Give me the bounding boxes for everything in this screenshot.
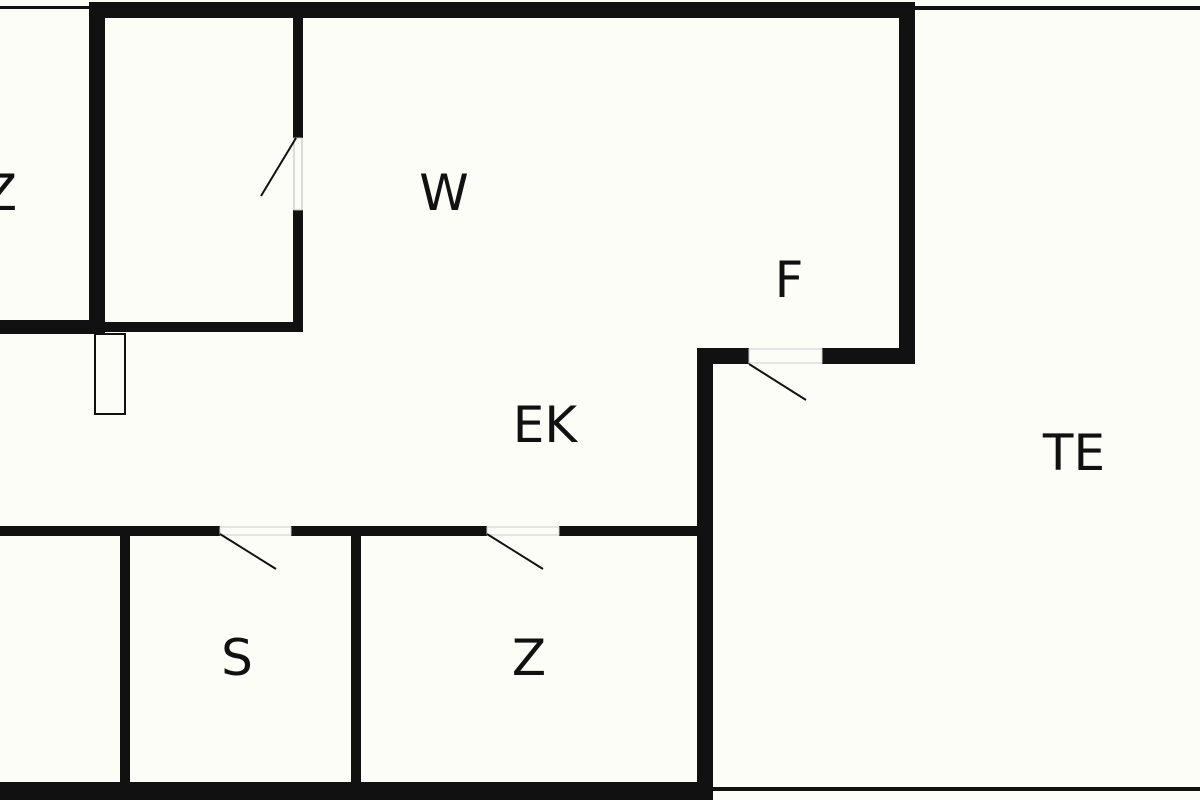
- bottom-rooms-top-wall-b: [291, 526, 487, 536]
- room-label-f: F: [775, 251, 804, 309]
- top-wall: [89, 2, 915, 18]
- room-label-ek: EK: [513, 396, 579, 454]
- f-door-opening: [748, 348, 823, 364]
- top-right-thin-wall: [910, 6, 1200, 10]
- f-wall-right: [822, 348, 915, 364]
- top-left-thin-wall: [0, 6, 95, 9]
- s-door-opening: [219, 526, 292, 536]
- left-vertical-wall: [89, 2, 105, 332]
- room-label-s: S: [221, 629, 253, 687]
- right-upper-wall: [899, 2, 915, 364]
- f-wall-left: [697, 348, 749, 364]
- s-z-divider-wall: [351, 532, 361, 790]
- closet-right-wall-lower: [293, 210, 303, 332]
- f-door-leaf: [748, 363, 807, 401]
- closet-door-leaf: [260, 137, 297, 197]
- doors: [94, 137, 823, 570]
- s-left-wall: [120, 532, 130, 790]
- s-door-leaf: [219, 533, 277, 570]
- room-labels: Z W F EK TE S Z: [0, 164, 1105, 687]
- room-label-z-left: Z: [0, 164, 17, 222]
- closet-door-opening: [293, 137, 303, 211]
- bottom-rooms-top-wall-c: [559, 526, 705, 536]
- room-label-z-bottom: Z: [512, 629, 546, 687]
- room-label-te: TE: [1042, 424, 1105, 482]
- bottom-rooms-top-wall-a: [0, 526, 220, 536]
- z-door-opening: [486, 526, 560, 536]
- bottom-wall: [0, 782, 713, 800]
- closet-bottom-wall: [105, 322, 303, 332]
- z-door-leaf: [486, 533, 544, 570]
- left-horizontal-wall: [0, 320, 105, 334]
- ek-te-divider-wall: [697, 348, 713, 800]
- left-door-frame: [94, 333, 126, 415]
- closet-right-wall-upper: [293, 18, 303, 138]
- bottom-right-thin-wall: [705, 787, 1200, 791]
- room-label-w: W: [419, 164, 468, 222]
